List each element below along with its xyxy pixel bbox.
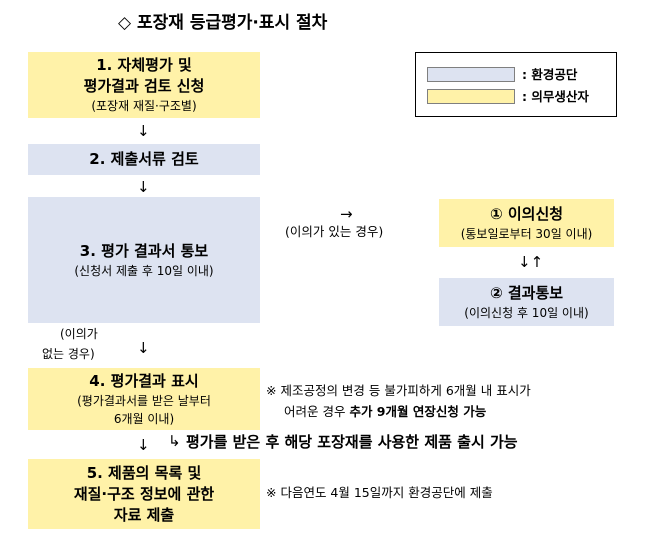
arrow-down-1: ↓ bbox=[137, 122, 150, 140]
arrow-right-objection: → bbox=[340, 205, 353, 223]
label-no-objection-line1: (이의가 bbox=[60, 327, 98, 341]
legend-label-producer: : 의무생산자 bbox=[522, 89, 589, 104]
note-step4-extension: 추가 9개월 연장신청 가능 bbox=[349, 404, 487, 419]
objection-1-box: ① 이의신청 (통보일로부터 30일 이내) bbox=[439, 199, 614, 247]
step-5-title-line3: 자료 제출 bbox=[113, 505, 175, 524]
legend-swatch-agency bbox=[427, 67, 515, 82]
step-3-title: 3. 평가 결과서 통보 bbox=[79, 241, 209, 260]
arrow-down-3: ↓ bbox=[137, 339, 150, 357]
objection-2-title: ② 결과통보 bbox=[489, 283, 564, 302]
note-step4-line2-text: 어려운 경우 bbox=[284, 404, 350, 419]
page-title: ◇ 포장재 등급평가·표시 절차 bbox=[118, 13, 328, 33]
step-3-sub: (신청서 제출 후 10일 이내) bbox=[74, 263, 214, 278]
step-2-box: 2. 제출서류 검토 bbox=[28, 144, 260, 175]
objection-2-box: ② 결과통보 (이의신청 후 10일 이내) bbox=[439, 278, 614, 326]
legend-swatch-producer bbox=[427, 89, 515, 104]
objection-2-sub: (이의신청 후 10일 이내) bbox=[464, 305, 589, 320]
step-1-title-line2: 평가결과 검토 신청 bbox=[83, 77, 205, 95]
arrow-down-4: ↓ bbox=[137, 436, 150, 454]
label-if-objection: (이의가 있는 경우) bbox=[285, 224, 384, 239]
step-1-sub: (포장재 재질·구조별) bbox=[91, 99, 197, 113]
note-step4-line2: 어려운 경우 추가 9개월 연장신청 가능 bbox=[284, 401, 486, 422]
label-no-objection-line2: 없는 경우) bbox=[42, 347, 95, 361]
objection-1-title: ① 이의신청 bbox=[489, 204, 564, 223]
arrow-down-2: ↓ bbox=[137, 178, 150, 196]
step-1-box: 1. 자체평가 및 평가결과 검토 신청 (포장재 재질·구조별) bbox=[28, 52, 260, 118]
note-step5: ※ 다음연도 4월 15일까지 환경공단에 제출 bbox=[266, 485, 493, 500]
step-4-sub-line1: (평가결과서를 받은 날부터 bbox=[77, 393, 211, 408]
step-4-title: 4. 평가결과 표시 bbox=[89, 371, 199, 390]
step-5-title-line2: 재질·구조 정보에 관한 bbox=[73, 484, 215, 503]
legend-label-agency: : 환경공단 bbox=[522, 67, 578, 82]
step-2-title: 2. 제출서류 검토 bbox=[89, 150, 199, 168]
step-4-box: 4. 평가결과 표시 (평가결과서를 받은 날부터 6개월 이내) bbox=[28, 368, 260, 430]
step-3-box: 3. 평가 결과서 통보 (신청서 제출 후 10일 이내) bbox=[28, 197, 260, 323]
step-5-title-line1: 5. 제품의 목록 및 bbox=[86, 463, 202, 482]
arrow-updown: ↓↑ bbox=[518, 253, 544, 271]
objection-1-sub: (통보일로부터 30일 이내) bbox=[460, 226, 593, 241]
step-4-sub-line2: 6개월 이내) bbox=[113, 411, 175, 426]
step-1-title-line1: 1. 자체평가 및 bbox=[96, 56, 192, 74]
step-5-box: 5. 제품의 목록 및 재질·구조 정보에 관한 자료 제출 bbox=[28, 459, 260, 529]
arrow-corner: ↳ bbox=[168, 432, 181, 450]
note-step4-line1: ※ 제조공정의 변경 등 불가피하게 6개월 내 표시가 bbox=[266, 383, 531, 398]
note-release: 평가를 받은 후 해당 포장재를 사용한 제품 출시 가능 bbox=[186, 433, 518, 451]
legend: : 환경공단 : 의무생산자 bbox=[415, 52, 617, 117]
